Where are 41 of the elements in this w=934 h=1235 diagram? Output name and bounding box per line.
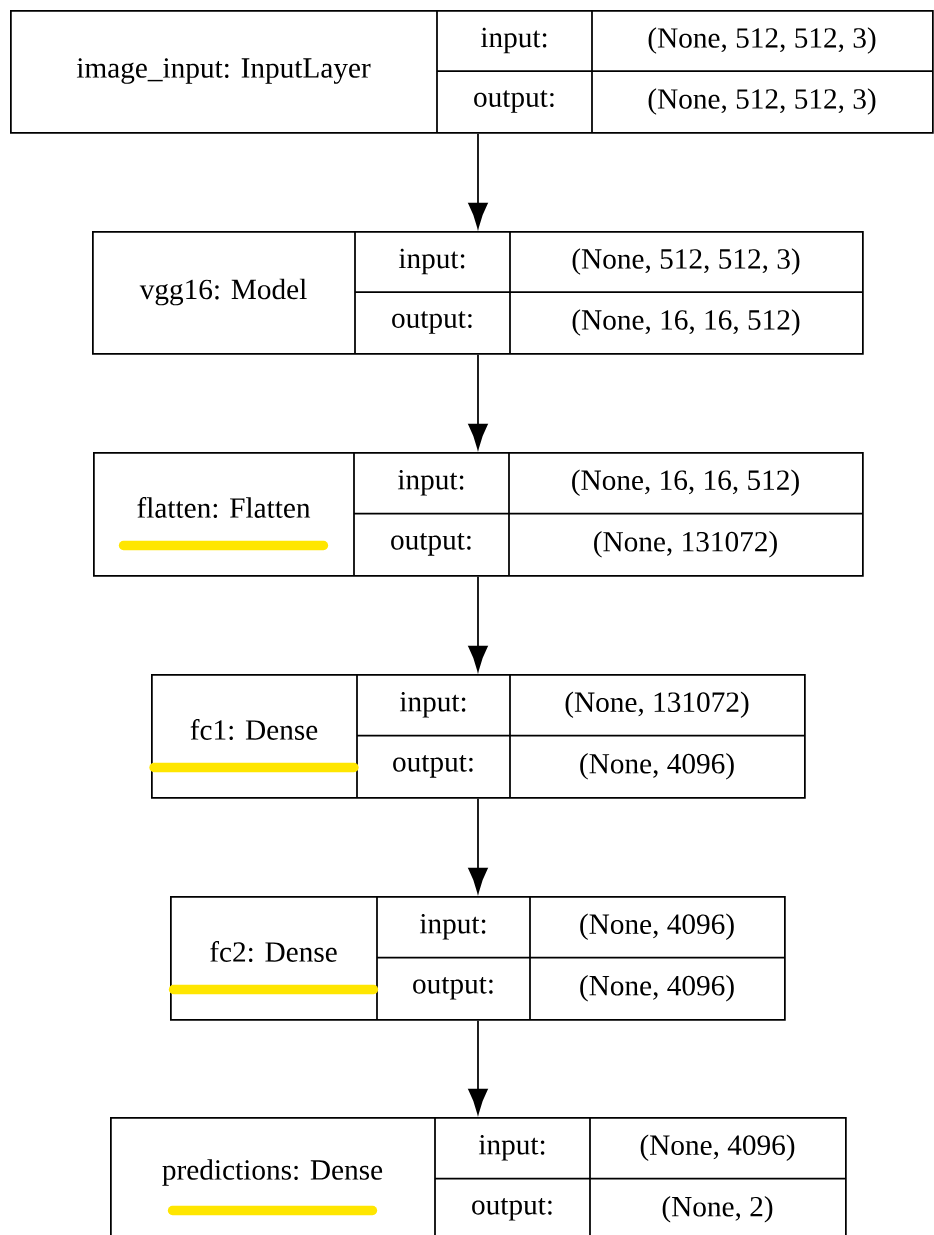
- port-label: input:: [419, 913, 486, 940]
- layer-name: fc2: Dense: [210, 941, 337, 963]
- layer-box: [151, 673, 806, 799]
- layer-box: [170, 895, 786, 1021]
- port-label: output:: [391, 532, 471, 556]
- layer-box: [93, 451, 864, 577]
- port-label: output:: [474, 90, 554, 113]
- shape-value: (None, 512, 512, 3): [648, 88, 876, 115]
- layer-box: [10, 9, 934, 134]
- arrow: [468, 797, 488, 894]
- layer-box: [110, 1116, 847, 1235]
- shape-value: (None, 4096): [580, 913, 734, 940]
- layer-name: flatten: Flatten: [137, 497, 311, 519]
- arrow: [468, 575, 488, 672]
- port-label: output:: [413, 976, 493, 1000]
- arrow: [468, 132, 488, 229]
- port-label: output:: [472, 1197, 552, 1221]
- layer-name: image_input: InputLayer: [76, 58, 371, 84]
- shape-value: (None, 131072): [594, 531, 777, 558]
- layer-name: vgg16: Model: [139, 278, 307, 306]
- layer-name: fc1: Dense: [190, 719, 318, 741]
- shape-value: (None, 2): [662, 1195, 773, 1223]
- arrow: [468, 353, 488, 450]
- layer-name: predictions: Dense: [162, 1159, 383, 1186]
- shape-value: (None, 512, 512, 3): [572, 248, 800, 275]
- port-label: input:: [399, 691, 466, 718]
- shape-value: (None, 16, 16, 512): [572, 469, 799, 496]
- layer-box: [92, 230, 864, 355]
- arrow: [468, 1019, 488, 1115]
- port-label: input:: [478, 1134, 545, 1161]
- shape-value: (None, 4096): [580, 753, 734, 780]
- port-label: output:: [393, 754, 473, 778]
- port-label: input:: [397, 469, 464, 496]
- port-label: input:: [480, 27, 547, 54]
- port-label: output:: [392, 311, 472, 334]
- shape-value: (None, 4096): [580, 974, 734, 1002]
- shape-value: (None, 512, 512, 3): [648, 27, 876, 54]
- shape-value: (None, 16, 16, 512): [572, 309, 800, 336]
- shape-value: (None, 131072): [565, 691, 749, 718]
- shape-value: (None, 4096): [640, 1134, 795, 1161]
- port-label: input:: [398, 248, 465, 275]
